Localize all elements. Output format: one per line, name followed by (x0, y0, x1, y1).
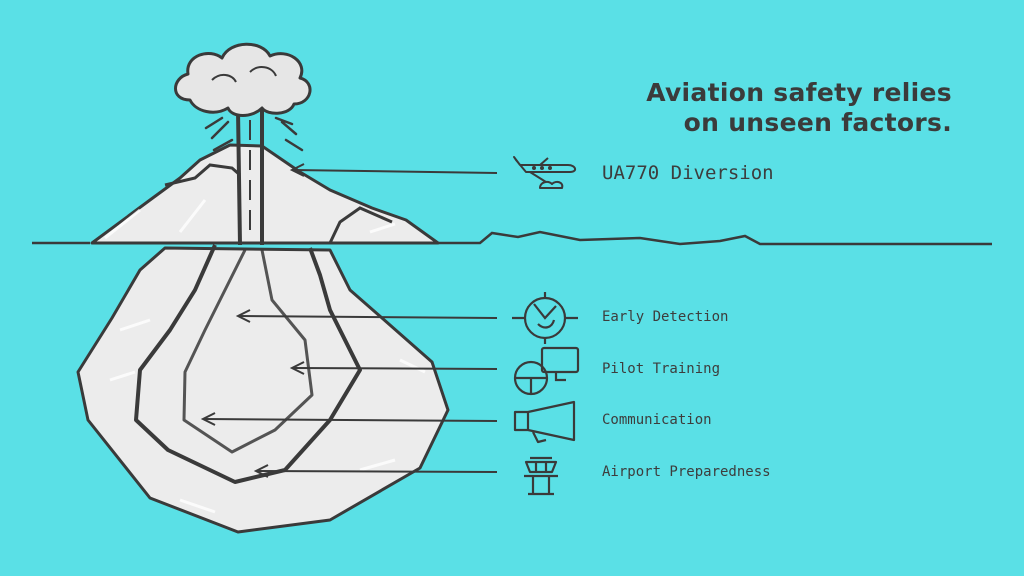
pointer-arrow-early-detection (235, 309, 498, 323)
label-communication: Communication (602, 412, 712, 428)
label-ua770-diversion: UA770 Diversion (602, 162, 774, 184)
pointer-arrow-top (289, 163, 498, 177)
airplane-icon (513, 156, 576, 189)
waterline (32, 230, 992, 246)
pointer-arrow-airport-preparedness (253, 464, 498, 478)
label-airport-preparedness: Airport Preparedness (602, 464, 771, 480)
radar-icon (512, 292, 578, 344)
pointer-arrow-pilot-training (289, 361, 498, 375)
volcano-mountain (90, 143, 440, 245)
flight-simulator-icon (513, 346, 580, 396)
megaphone-icon (513, 400, 576, 444)
title-line-1: Aviation safety relies (646, 78, 952, 107)
pointer-arrow-communication (200, 412, 498, 426)
page-title: Aviation safety relies on unseen factors… (646, 78, 952, 138)
iceberg-underwater (76, 244, 450, 534)
volcano-vent (236, 109, 264, 246)
title-line-2: on unseen factors. (683, 108, 952, 137)
control-tower-icon (524, 456, 558, 496)
eruption-cloud (174, 42, 312, 152)
label-pilot-training: Pilot Training (602, 361, 721, 377)
label-early-detection: Early Detection (602, 309, 729, 325)
